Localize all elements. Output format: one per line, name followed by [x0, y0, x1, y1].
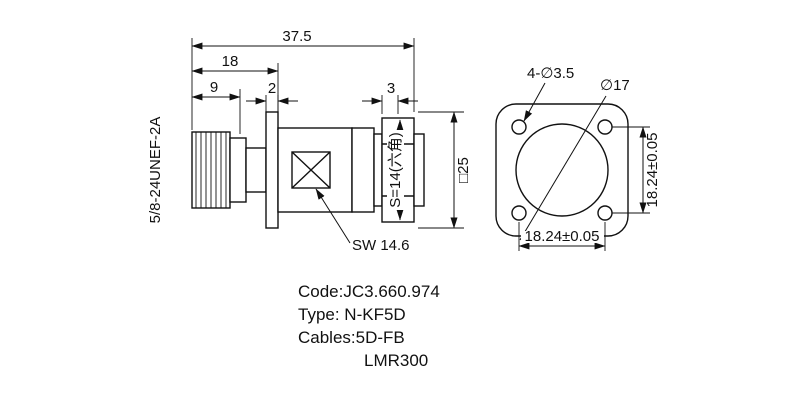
dimension-9: 9 [191, 79, 241, 134]
dia-17-label: ∅17 [600, 77, 630, 94]
dimension-18: 18 [191, 53, 279, 112]
front-view: 4-∅3.5 ∅17 18.24±0.05 18.24±0.05 [495, 65, 661, 251]
dim-hex-label: S=14(六角) [387, 132, 404, 207]
thread-lines [195, 132, 227, 208]
connector-outline [191, 111, 425, 229]
dim-2-label: 2 [268, 80, 276, 97]
side-view: 37.5 18 9 2 3 [147, 28, 472, 254]
note-cables: Cables:5D-FB [298, 328, 405, 347]
coupling-ring [229, 137, 247, 203]
pitch-horizontal-label: 18.24±0.05 [525, 228, 600, 245]
neck [245, 147, 267, 193]
sw-label: SW 14.6 [352, 237, 410, 254]
dimension-3: 3 [362, 80, 418, 114]
mount-hole-bl [511, 205, 527, 221]
collar [351, 127, 375, 213]
note-cables-2: LMR300 [364, 351, 428, 370]
dimension-square-25: □25 [418, 111, 472, 229]
hex-label-bg [387, 130, 404, 210]
note-code: Code:JC3.660.974 [298, 282, 440, 301]
dim-37-5-label: 37.5 [282, 28, 311, 45]
dim-3-label: 3 [387, 80, 395, 97]
dimension-hex-s14: S=14(六角) [387, 119, 404, 221]
thread-spec-label: 5/8-24UNEF-2A [147, 117, 164, 224]
sw-callout: SW 14.6 [315, 188, 410, 254]
pitch-vertical-label: 18.24±0.05 [644, 133, 661, 208]
diameter-line [519, 95, 607, 241]
dimension-total-length: 37.5 [191, 28, 415, 130]
pitch-horizontal-bg [521, 231, 604, 243]
knurl-box [291, 151, 331, 189]
holes-callout: 4-∅3.5 [523, 65, 574, 122]
holes-label: 4-∅3.5 [527, 65, 574, 82]
mount-hole-tr [597, 119, 613, 135]
dim-18-label: 18 [222, 53, 239, 70]
dim-square-25-label: □25 [455, 157, 472, 183]
mount-hole-br [597, 205, 613, 221]
dimension-pitch-vertical: 18.24±0.05 [612, 126, 661, 214]
end-cap [413, 133, 425, 207]
groove [373, 133, 383, 207]
notes-block: Code:JC3.660.974 Type: N-KF5D Cables:5D-… [298, 282, 440, 370]
dimension-2: 2 [246, 80, 298, 112]
dimension-pitch-horizontal: 18.24±0.05 [518, 222, 606, 251]
flange-plate [265, 111, 279, 229]
dim-9-label: 9 [210, 79, 218, 96]
note-type: Type: N-KF5D [298, 305, 406, 324]
mount-hole-tl [511, 119, 527, 135]
